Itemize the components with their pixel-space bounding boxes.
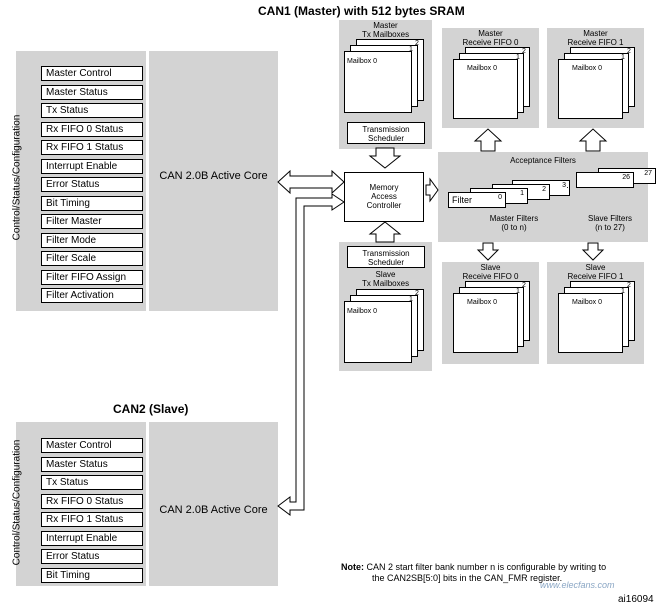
slave-rx0-mailbox-1-num: 1: [516, 288, 520, 295]
filters-to-slave-rx1-arrow: [581, 242, 605, 261]
can1-register-9: Filter Mode: [41, 232, 143, 248]
master-tx-mailbox-0-label: Mailbox 0: [347, 58, 377, 65]
can1-register-10: Filter Scale: [41, 251, 143, 266]
can1-title: CAN1 (Master) with 512 bytes SRAM: [258, 4, 465, 18]
can1-register-12: Filter Activation: [41, 288, 143, 303]
can2-core-panel: [149, 422, 278, 586]
master-rx0-mailbox-0-label: Mailbox 0: [467, 65, 497, 72]
can1-register-1: Master Status: [41, 84, 143, 100]
filters-to-slave-rx0-arrow: [476, 242, 500, 261]
note-line-2: the CAN2SB[5:0] bits in the CAN_FMR regi…: [372, 573, 563, 583]
master-tx-mailbox-0: [344, 51, 412, 113]
filter-bank-number: 0: [498, 194, 502, 201]
can1-register-0: Master Control: [41, 66, 143, 81]
filter-gap-dots: ·: [566, 182, 569, 192]
can1-register-4: Rx FIFO 1 Status: [41, 140, 143, 155]
master-tx-scheduler: Transmission Scheduler: [347, 122, 425, 144]
can1-register-11: Filter FIFO Assign: [41, 269, 143, 285]
memory-access-controller: Memory Access Controller: [344, 172, 424, 222]
filter-bank-number: 2: [542, 186, 546, 193]
can2-register-5: Interrupt Enable: [41, 530, 143, 546]
filter-bank-number: 1: [520, 190, 524, 197]
can2-title: CAN2 (Slave): [113, 402, 189, 416]
master-tx-mailbox-1-num: 1: [409, 46, 413, 53]
filter-bank-number: 26: [622, 174, 630, 181]
note-line-1: CAN 2 start filter bank number n is conf…: [366, 562, 607, 572]
can2-register-1: Master Status: [41, 456, 143, 472]
can1-register-2: Tx Status: [41, 103, 143, 118]
slave-rx0-mailbox-0: [453, 293, 518, 353]
filters-to-master-rx0-arrow: [473, 128, 503, 152]
can1-register-5: Interrupt Enable: [41, 158, 143, 174]
master-scheduler-down-arrow: [368, 147, 402, 169]
can1-to-mac-arrow: [277, 169, 345, 195]
can1-register-8: Filter Master: [41, 214, 143, 229]
can2-register-3: Rx FIFO 0 Status: [41, 493, 143, 509]
master-rx1-mailbox-0: [558, 59, 623, 119]
filter-bank-0: 0 Filter: [448, 192, 506, 208]
slave-rx1-title: Slave Receive FIFO 1: [567, 263, 624, 281]
master-filters-label: Master Filters (0 to n): [489, 214, 539, 232]
slave-tx-scheduler: Transmission Scheduler: [347, 246, 425, 268]
can2-to-mac-bus: [277, 193, 345, 516]
figure-id: ai16094: [618, 594, 654, 605]
can2-register-6: Error Status: [41, 549, 143, 564]
master-rx1-mailbox-2-num: 2: [627, 48, 631, 55]
filter-bank-number: 27: [644, 170, 652, 177]
master-rx0-title: Master Receive FIFO 0: [462, 29, 519, 47]
can2-register-4: Rx FIFO 1 Status: [41, 512, 143, 527]
can1-register-6: Error Status: [41, 177, 143, 192]
slave-rx1-mailbox-0: [558, 293, 623, 353]
filters-to-master-rx1-arrow: [578, 128, 608, 152]
master-rx1-title: Master Receive FIFO 1: [567, 29, 624, 47]
can1-register-3: Rx FIFO 0 Status: [41, 121, 143, 137]
slave-rx0-title: Slave Receive FIFO 0: [462, 263, 519, 281]
slave-scheduler-up-arrow: [368, 221, 402, 243]
can2-register-2: Tx Status: [41, 475, 143, 490]
can2-register-7: Bit Timing: [41, 567, 143, 583]
mac-to-filters-arrow: [425, 177, 439, 203]
master-tx-title: Master Tx Mailboxes: [361, 21, 410, 39]
note: Note: CAN 2 start filter bank number n i…: [341, 561, 606, 573]
slave-rx1-mailbox-2-num: 2: [627, 282, 631, 289]
master-rx0-mailbox-2-num: 2: [522, 48, 526, 55]
slave-filters-label: Slave Filters (n to 27): [587, 214, 632, 232]
slave-rx1-mailbox-1-num: 1: [621, 288, 625, 295]
filter-label: Filter: [452, 195, 472, 205]
master-rx1-mailbox-0-label: Mailbox 0: [572, 65, 602, 72]
filter-bank-26: 26: [576, 172, 634, 188]
slave-tx-mailbox-0: [344, 301, 412, 363]
slave-tx-title: Slave Tx Mailboxes: [361, 270, 410, 288]
note-prefix: Note:: [341, 562, 364, 572]
slave-tx-mailbox-0-label: Mailbox 0: [347, 308, 377, 315]
slave-rx0-mailbox-0-label: Mailbox 0: [467, 299, 497, 306]
master-rx0-mailbox-0: [453, 59, 518, 119]
slave-rx0-mailbox-2-num: 2: [522, 282, 526, 289]
watermark: www.elecfans.com: [540, 580, 615, 590]
master-rx0-mailbox-1-num: 1: [516, 54, 520, 61]
acceptance-filters-title: Acceptance Filters: [510, 156, 576, 165]
slave-tx-mailbox-2-num: 2: [415, 290, 419, 297]
slave-tx-mailbox-1-num: 1: [409, 296, 413, 303]
can1-core-panel: [149, 51, 278, 311]
can2-core-label: CAN 2.0B Active Core: [159, 504, 268, 516]
can1-register-7: Bit Timing: [41, 195, 143, 211]
filter-bank-number: 3: [562, 182, 566, 189]
master-rx1-mailbox-1-num: 1: [621, 54, 625, 61]
master-tx-mailbox-2-num: 2: [415, 40, 419, 47]
can1-core-label: CAN 2.0B Active Core: [159, 170, 268, 182]
can2-register-0: Master Control: [41, 438, 143, 453]
slave-rx1-mailbox-0-label: Mailbox 0: [572, 299, 602, 306]
